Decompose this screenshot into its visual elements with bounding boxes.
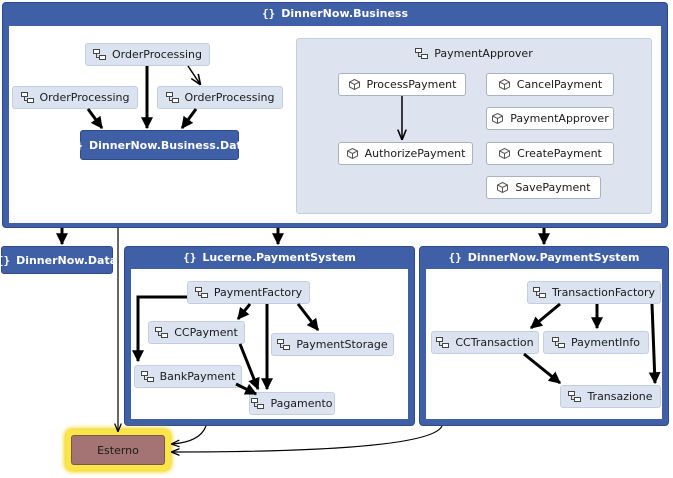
namespace-node-business-data[interactable]: {} DinnerNow.Business.Data [70,130,249,160]
method-cube-icon [497,182,509,193]
node-label: PaymentApprover [510,112,609,125]
member-node-process-payment[interactable]: ProcessPayment [338,73,466,96]
class-node-cc-transaction[interactable]: CCTransaction [431,331,539,354]
method-cube-icon [346,148,358,159]
class-node-pagamento[interactable]: Pagamento [249,392,335,415]
class-icon [194,287,208,298]
node-label: Esterno [97,443,139,457]
node-label: CreatePayment [517,147,602,160]
class-icon [568,391,582,402]
namespace-title-bar: {} DinnerNow.PaymentSystem [420,247,668,268]
edge [523,352,561,385]
class-icon [277,339,291,350]
namespace-title: Lucerne.PaymentSystem [202,251,356,264]
class-node-transaction-factory[interactable]: TransactionFactory [527,281,661,304]
class-icon [165,92,179,103]
edge [172,425,443,452]
edge [296,303,320,331]
class-icon [552,337,565,348]
class-icon [415,47,429,59]
group-title: PaymentApprover [434,46,533,60]
node-label: BankPayment [159,370,236,383]
node-label: OrderProcessing [39,91,130,104]
class-icon [140,371,154,382]
method-cube-icon [348,79,360,90]
edge [86,108,104,129]
member-node-authorize-payment[interactable]: AuthorizePayment [338,142,473,165]
node-label: DinnerNow.Business.Data [89,138,250,152]
class-node-order-processing-right[interactable]: OrderProcessing [157,86,283,109]
member-node-save-payment[interactable]: SavePayment [486,176,601,199]
node-label: TransactionFactory [551,286,656,299]
class-node-transazione[interactable]: Transazione [560,385,661,408]
edge [180,108,198,129]
edge [238,343,260,391]
node-label: CCPayment [174,326,238,339]
class-node-payment-storage[interactable]: PaymentStorage [271,333,394,356]
namespace-title-bar: {} Lucerne.PaymentSystem [125,247,414,268]
node-label: DinnerNow.Data [16,253,118,267]
member-node-payment-approver[interactable]: PaymentApprover [486,107,614,130]
class-icon [93,49,106,60]
class-node-order-processing-top[interactable]: OrderProcessing [85,43,210,66]
namespace-title-bar: {} DinnerNow.Business [3,3,667,24]
edge [236,303,252,320]
namespace-title: DinnerNow.Business [281,7,409,20]
node-label: SavePayment [515,181,591,194]
namespace-title: DinnerNow.PaymentSystem [467,251,640,264]
group-header: PaymentApprover [297,45,651,61]
namespace-brace-icon: {} [448,251,462,264]
node-label: CancelPayment [516,78,603,91]
node-label: OrderProcessing [184,91,275,104]
member-node-create-payment[interactable]: CreatePayment [486,142,614,165]
method-cube-icon [498,79,510,90]
edge [172,425,207,444]
edge [132,295,187,363]
node-label: PaymentStorage [296,338,388,351]
edge [530,302,561,330]
edge [648,303,661,385]
class-node-payment-info[interactable]: PaymentInfo [543,331,649,354]
node-label: Transazione [587,390,653,403]
node-label: OrderProcessing [112,48,202,61]
edge [235,382,258,396]
class-icon [251,398,265,409]
namespace-brace-icon: {} [183,251,197,264]
class-icon [155,327,169,338]
node-label: CCTransaction [455,336,534,349]
member-node-cancel-payment[interactable]: CancelPayment [486,73,614,96]
class-node-bank-payment[interactable]: BankPayment [134,365,242,388]
node-label: PaymentFactory [213,286,303,299]
namespace-brace-icon: {} [0,253,11,267]
node-label: PaymentInfo [571,336,640,349]
node-label: Pagamento [270,397,333,410]
node-label: ProcessPayment [366,78,457,91]
external-node-esterno[interactable]: Esterno [71,435,165,465]
class-node-payment-factory[interactable]: PaymentFactory [187,281,310,304]
node-label: AuthorizePayment [364,147,466,160]
class-icon [20,92,34,103]
class-node-order-processing-left[interactable]: OrderProcessing [12,86,138,109]
class-icon [436,337,450,348]
namespace-brace-icon: {} [261,7,276,20]
namespace-brace-icon: {} [69,138,84,152]
method-cube-icon [499,148,511,159]
class-icon [532,287,546,298]
edge [187,65,200,84]
namespace-node-dinnernow-data[interactable]: {} DinnerNow.Data [0,246,117,274]
method-cube-icon [492,113,504,124]
class-node-cc-payment[interactable]: CCPayment [148,321,245,344]
